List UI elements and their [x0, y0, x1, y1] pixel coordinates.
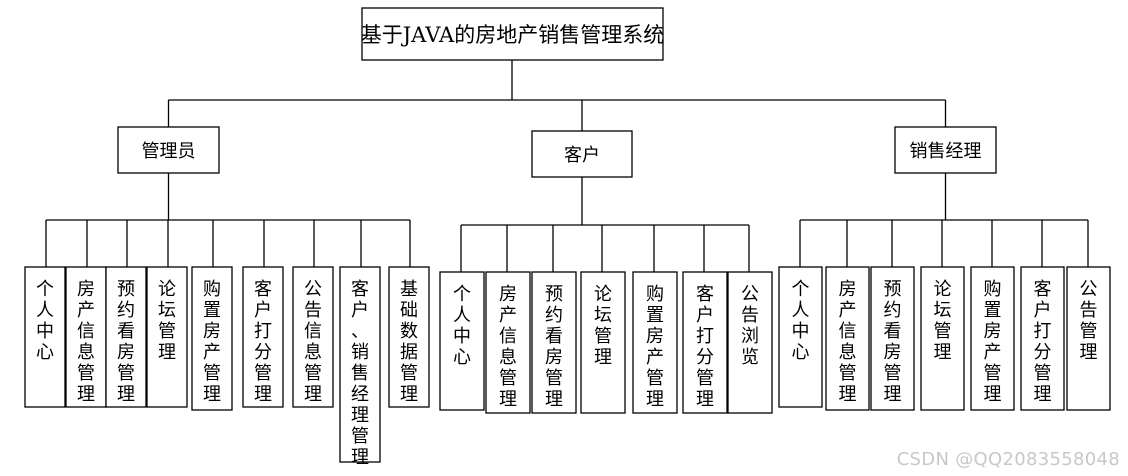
child-node-0-8: [388, 266, 430, 408]
child-node-0-3: [146, 266, 188, 408]
group-node-1: [531, 130, 633, 178]
child-label-1-4: 购置房产管理: [646, 284, 664, 410]
group-node-0: [117, 126, 220, 174]
child-label-2-3: 论坛管理: [934, 279, 952, 363]
group-label-0: 管理员: [142, 141, 196, 162]
root-node: [361, 7, 664, 61]
root-label: 基于JAVA的房地产销售管理系统: [361, 23, 664, 47]
child-node-1-3: [580, 271, 626, 414]
child-label-2-1: 房产信息管理: [839, 279, 857, 405]
child-label-1-3: 论坛管理: [594, 284, 612, 368]
child-node-1-5: [682, 271, 728, 414]
child-label-1-2: 预约看房管理: [545, 284, 563, 410]
child-node-2-5: [1020, 266, 1065, 411]
child-node-1-0: [439, 271, 485, 411]
child-label-0-2: 预约看房管理: [117, 279, 135, 405]
child-node-2-6: [1066, 266, 1111, 411]
child-node-0-6: [292, 266, 334, 408]
child-node-0-4: [191, 266, 233, 411]
child-label-0-8: 基础数据管理: [400, 279, 418, 405]
child-label-1-1: 房产信息管理: [499, 284, 517, 410]
child-node-1-6: [727, 271, 773, 414]
child-label-2-5: 客户打分管理: [1034, 279, 1052, 405]
child-node-0-5: [242, 266, 284, 408]
child-node-1-2: [531, 271, 577, 414]
child-node-0-2: [105, 266, 147, 408]
group-label-1: 客户: [564, 145, 600, 166]
child-node-1-1: [485, 271, 531, 414]
child-node-1-4: [632, 271, 678, 414]
child-label-0-6: 公告信息管理: [304, 279, 322, 405]
child-node-2-2: [870, 266, 915, 411]
child-label-0-0: 个人中心: [36, 279, 54, 363]
child-label-0-7: 客户、销售经理管理: [351, 279, 369, 468]
child-label-2-6: 公告管理: [1080, 279, 1098, 363]
child-label-0-3: 论坛管理: [158, 279, 176, 363]
child-label-2-2: 预约看房管理: [884, 279, 902, 405]
child-node-2-1: [825, 266, 870, 411]
group-label-2: 销售经理: [910, 141, 982, 162]
child-node-2-4: [970, 266, 1015, 411]
group-node-2: [894, 126, 997, 174]
connector-lines: [45, 60, 1089, 272]
child-label-1-0: 个人中心: [453, 284, 471, 368]
child-label-1-5: 客户打分管理: [696, 284, 714, 410]
child-node-2-3: [920, 266, 965, 411]
child-label-0-5: 客户打分管理: [254, 279, 272, 405]
child-label-0-4: 购置房产管理: [203, 279, 221, 405]
watermark: CSDN @QQ2083558048: [896, 449, 1120, 470]
child-node-0-0: [24, 266, 66, 408]
child-node-2-0: [778, 266, 823, 408]
child-label-1-6: 公告浏览: [741, 284, 759, 368]
child-node-0-7: [339, 266, 381, 463]
child-label-0-1: 房产信息管理: [77, 279, 95, 405]
child-label-2-0: 个人中心: [792, 279, 810, 363]
child-label-2-4: 购置房产管理: [984, 279, 1002, 405]
